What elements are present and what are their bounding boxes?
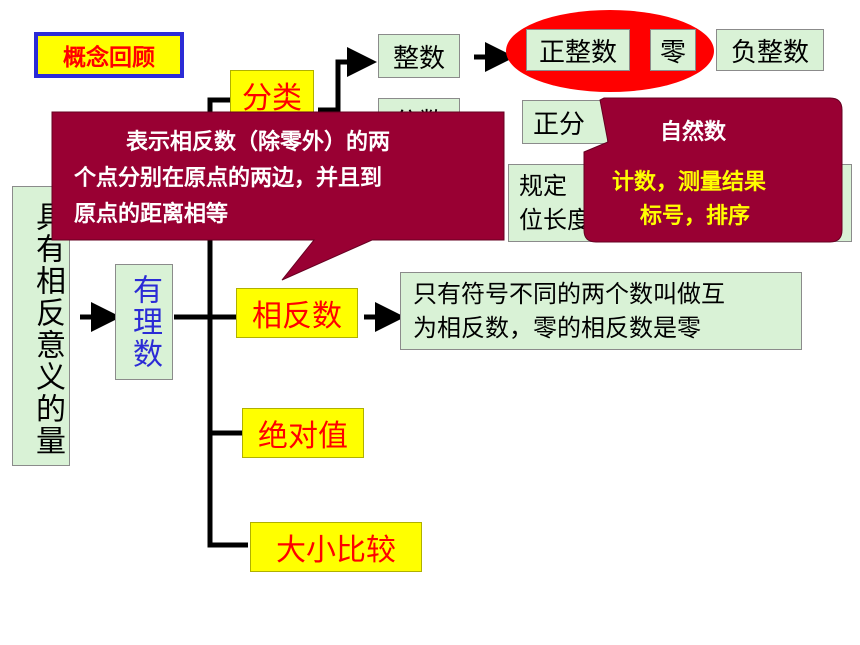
callout-opposite-line1: 表示相反数（除零外）的两 [126,130,391,155]
positive-fraction-box: 正分 [522,100,608,144]
title-box: 概念回顾 [34,32,184,78]
opposite-def-line1: 只有符号不同的两个数叫做互 [413,280,725,308]
integer-text: 整数 [392,43,445,74]
callout-natural-line1: 计数，测量结果 [612,170,767,195]
root-text: 具有相反意义的量 [30,201,65,457]
branch-opposite: 相反数 [236,288,358,338]
integer-box: 整数 [378,34,460,78]
positive-integer-box: 正整数 [526,29,630,71]
zero-box: 零 [650,29,696,71]
title-text: 概念回顾 [63,45,155,71]
negative-integer-box: 负整数 [716,29,824,71]
branch-absolute: 绝对值 [242,408,364,458]
root-box: 具有相反意义的量 [12,186,70,466]
branch-compare-text: 大小比较 [276,533,396,568]
zero-text: 零 [659,37,686,68]
negative-integer-text: 负整数 [730,37,809,68]
positive-fraction-text: 正分 [533,109,586,140]
branch-classify-text: 分类 [242,81,302,116]
callout-opposite-line3: 原点的距离相等 [74,202,229,227]
callout-natural-title: 自然数 [660,120,727,145]
callout-opposite-line2: 个点分别在原点的两边，并且到 [74,166,383,191]
classify-fork [318,47,377,113]
center-text: 有理数 [127,274,162,370]
callout-natural-shape [583,97,843,243]
branch-compare: 大小比较 [250,522,422,572]
positive-integer-text: 正整数 [538,37,617,68]
callout-opposite-shape [51,111,505,281]
numberline-line1: 规定 [519,172,567,200]
numberline-line2: 位长度 [519,206,591,234]
branch-opposite-text: 相反数 [252,299,342,334]
callout-natural-line2: 标号，排序 [640,204,751,229]
center-box: 有理数 [115,264,173,380]
branch-absolute-text: 绝对值 [258,419,348,454]
opposite-def-line2: 为相反数，零的相反数是零 [413,314,701,342]
opposite-def-box: 只有符号不同的两个数叫做互 为相反数，零的相反数是零 [400,272,802,350]
